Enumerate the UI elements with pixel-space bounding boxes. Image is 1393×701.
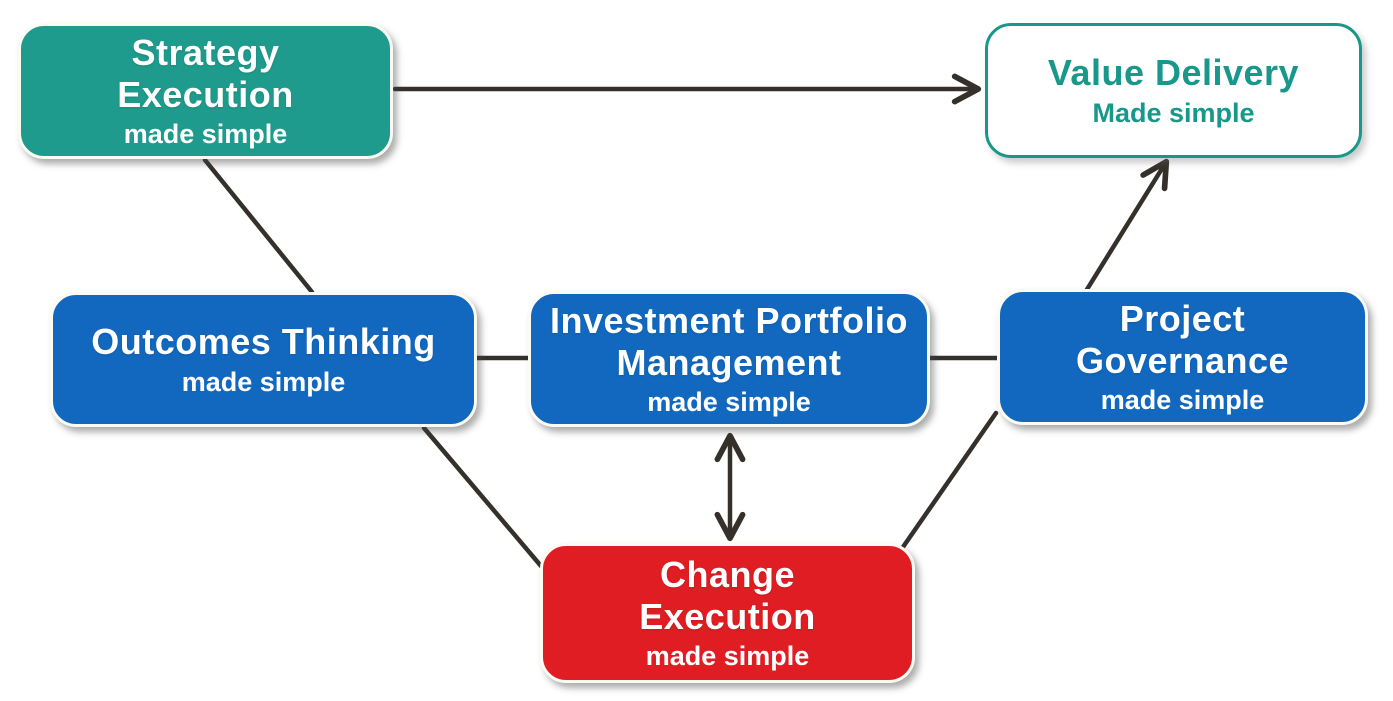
edge-outcomes-to-change (421, 425, 544, 569)
node-change-execution: Change Execution made simple (540, 543, 915, 683)
node-subtitle: made simple (1100, 385, 1265, 416)
node-title-line: Strategy (131, 31, 280, 73)
node-title-line: Governance (1075, 339, 1290, 381)
node-subtitle: made simple (123, 119, 288, 150)
edge-change-to-governance (900, 410, 999, 550)
node-title-line: Change (659, 553, 795, 595)
node-title-line: Execution (117, 73, 294, 115)
node-outcomes-thinking: Outcomes Thinking made simple (50, 292, 477, 427)
edge-governance-to-value-arrow (1083, 158, 1170, 294)
edge-strategy-to-outcomes (202, 157, 315, 295)
node-title-line: Value Delivery (1047, 52, 1300, 94)
node-title-line: Execution (639, 595, 816, 637)
node-title-line: Project (1119, 297, 1246, 339)
node-strategy-execution: Strategy Execution made simple (18, 23, 393, 159)
node-title-line: Investment Portfolio (549, 299, 909, 341)
node-title-line: Outcomes Thinking (91, 321, 436, 363)
node-value-delivery: Value Delivery Made simple (985, 23, 1362, 158)
node-subtitle: made simple (181, 366, 346, 397)
node-project-governance: Project Governance made simple (997, 289, 1368, 425)
node-subtitle: made simple (647, 387, 811, 418)
node-subtitle: Made simple (1092, 97, 1255, 128)
node-subtitle: made simple (645, 641, 810, 672)
node-title-line: Management (616, 341, 842, 383)
node-investment-portfolio-management: Investment Portfolio Management made sim… (528, 291, 930, 427)
